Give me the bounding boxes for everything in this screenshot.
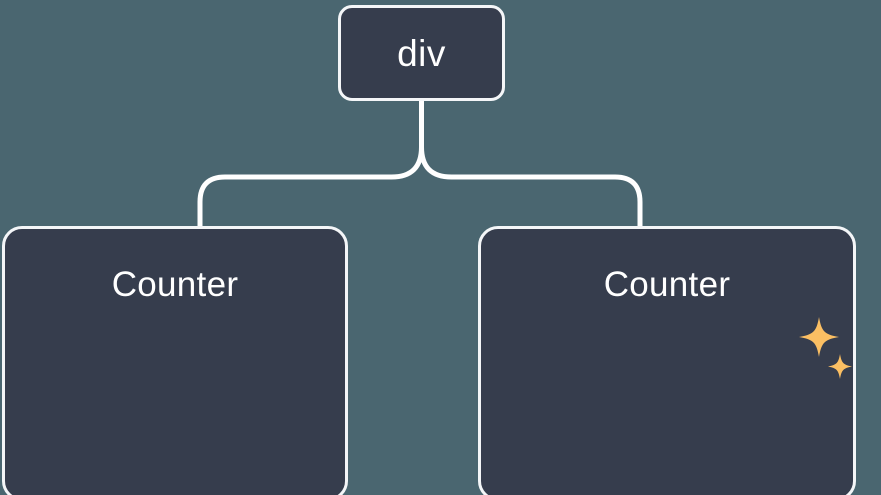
node-root-label: div xyxy=(397,32,446,74)
sparkle-icons-group xyxy=(799,317,852,379)
node-root-div[interactable]: div xyxy=(338,5,505,101)
node-counter-left-title: Counter xyxy=(111,265,239,304)
sparkle-small-icon xyxy=(828,354,852,379)
node-counter-left[interactable]: Counter xyxy=(2,226,348,495)
node-counter-right[interactable]: Counter xyxy=(478,226,856,495)
sparkle-large-icon xyxy=(799,317,839,357)
node-counter-right-title: Counter xyxy=(603,265,731,304)
